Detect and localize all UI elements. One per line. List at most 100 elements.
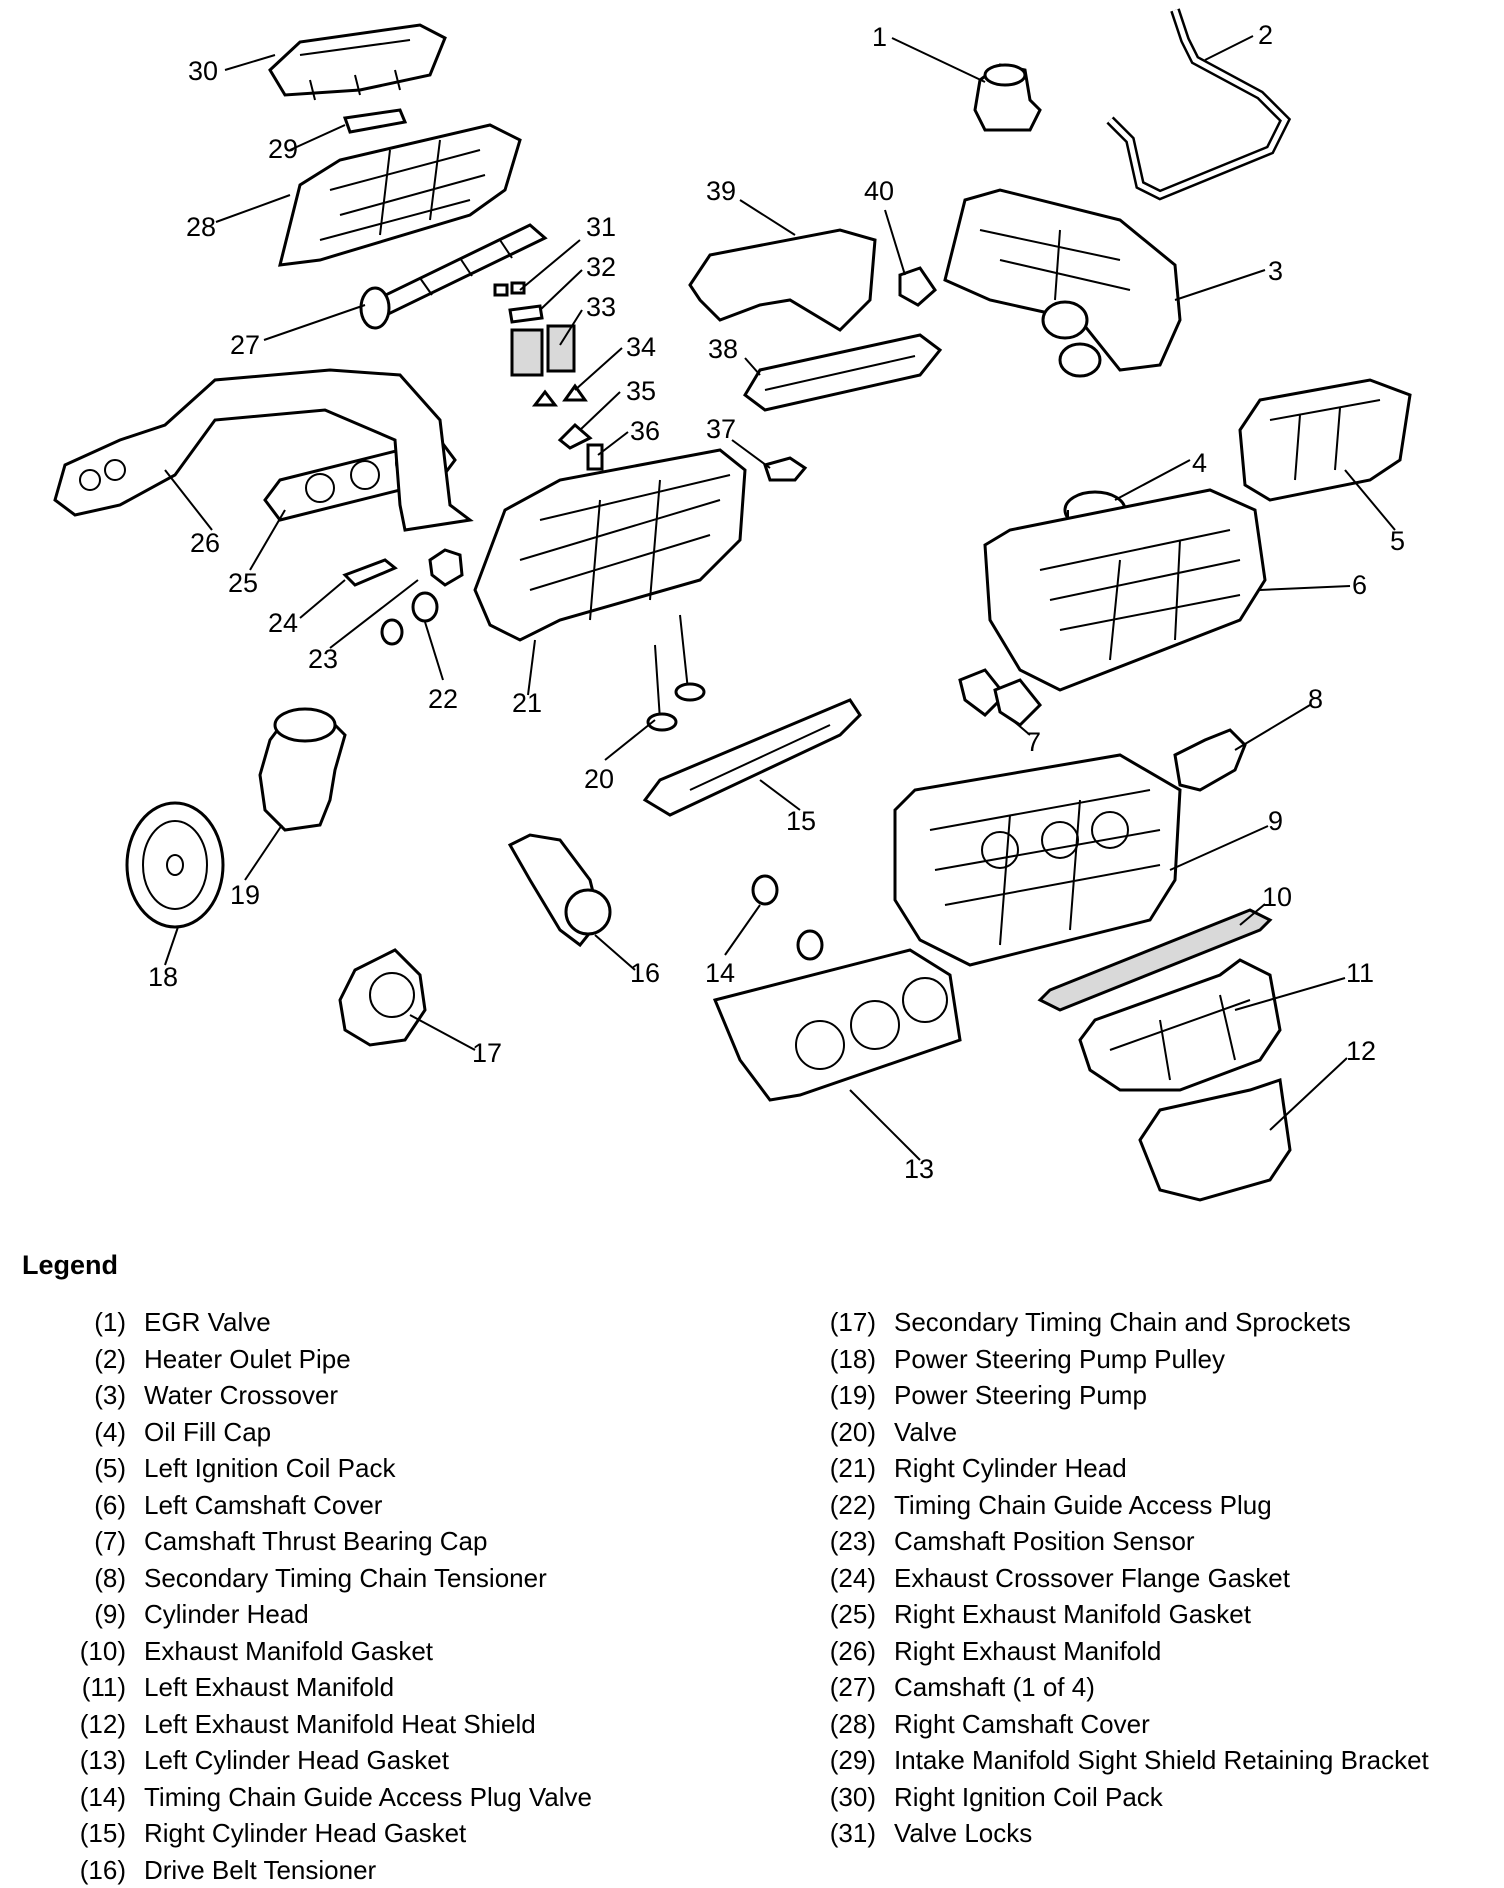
legend-item: (28) Right Camshaft Cover [820, 1706, 1480, 1743]
part-heat-shield [1140, 1080, 1290, 1200]
legend-item: (15)Right Cylinder Head Gasket [70, 1815, 770, 1852]
legend-description: Secondary Timing Chain Tensioner [144, 1560, 547, 1597]
legend-description: Right Exhaust Manifold [894, 1633, 1161, 1670]
legend-item: (21) Right Cylinder Head [820, 1450, 1480, 1487]
callout-39: 39 [706, 176, 736, 206]
callout-13: 13 [904, 1154, 934, 1184]
legend-number: (12) [70, 1706, 126, 1743]
legend-description: Drive Belt Tensioner [144, 1852, 376, 1888]
legend-item: (2)Heater Oulet Pipe [70, 1341, 770, 1378]
callout-36: 36 [630, 416, 660, 446]
legend-item: (12)Left Exhaust Manifold Heat Shield [70, 1706, 770, 1743]
part-sight-shield-bracket [345, 110, 405, 132]
part-secondary-timing-chain [340, 950, 425, 1045]
callout-32: 32 [586, 252, 616, 282]
legend-number: (13) [70, 1742, 126, 1779]
legend-description: Valve Locks [894, 1815, 1032, 1852]
legend-number: (18) [820, 1341, 876, 1378]
legend-item: (6)Left Camshaft Cover [70, 1487, 770, 1524]
legend-item: (17) Secondary Timing Chain and Sprockets [820, 1304, 1480, 1341]
part-left-head-gasket [715, 950, 960, 1100]
legend-description: Camshaft Position Sensor [894, 1523, 1195, 1560]
legend-description: Right Exhaust Manifold Gasket [894, 1596, 1251, 1633]
legend-item: (8)Secondary Timing Chain Tensioner [70, 1560, 770, 1597]
legend-description: Cylinder Head [144, 1596, 309, 1633]
callout-30: 30 [188, 56, 218, 86]
legend-description: Right Camshaft Cover [894, 1706, 1150, 1743]
legend-number: (25) [820, 1596, 876, 1633]
legend-description: Exhaust Manifold Gasket [144, 1633, 433, 1670]
legend-description: Intake Manifold Sight Shield Retaining B… [894, 1742, 1429, 1779]
legend-description: Valve [894, 1414, 957, 1451]
legend-item: (19)Power Steering Pump [820, 1377, 1480, 1414]
legend-description: Timing Chain Guide Access Plug [894, 1487, 1272, 1524]
legend-description: EGR Valve [144, 1304, 271, 1341]
legend-number: (6) [70, 1487, 126, 1524]
callout-2: 2 [1258, 20, 1273, 50]
legend-item: (24)Exhaust Crossover Flange Gasket [820, 1560, 1480, 1597]
exploded-engine-diagram: 1 2 3 4 5 6 7 8 9 10 11 12 13 14 15 16 1… [0, 0, 1504, 1230]
callout-22: 22 [428, 684, 458, 714]
legend-description: Exhaust Crossover Flange Gasket [894, 1560, 1290, 1597]
part-timing-chain-tensioner [1175, 730, 1245, 790]
callout-15: 15 [786, 806, 816, 836]
callout-12: 12 [1346, 1036, 1376, 1066]
callout-17: 17 [472, 1038, 502, 1068]
callout-23: 23 [308, 644, 338, 674]
legend-title: Legend [22, 1250, 118, 1281]
callout-34: 34 [626, 332, 656, 362]
callout-21: 21 [512, 688, 542, 718]
callout-20: 20 [584, 764, 614, 794]
legend-description: Power Steering Pump Pulley [894, 1341, 1225, 1378]
legend-description: Right Cylinder Head [894, 1450, 1127, 1487]
legend-number: (30) [820, 1779, 876, 1816]
legend-item: (16) Drive Belt Tensioner [70, 1852, 770, 1888]
legend-number: (28) [820, 1706, 876, 1743]
legend-item: (9)Cylinder Head [70, 1596, 770, 1633]
legend-item: (26) Right Exhaust Manifold [820, 1633, 1480, 1670]
callout-40: 40 [864, 176, 894, 206]
part-right-cylinder-head [475, 450, 745, 640]
callout-8: 8 [1308, 684, 1323, 714]
callout-38: 38 [708, 334, 738, 364]
legend-number: (31) [820, 1815, 876, 1852]
legend-item: (14) Timing Chain Guide Access Plug Valve [70, 1779, 770, 1816]
legend-number: (5) [70, 1450, 126, 1487]
legend-item: (22)Timing Chain Guide Access Plug [820, 1487, 1480, 1524]
legend-number: (27) [820, 1669, 876, 1706]
legend-number: (14) [70, 1779, 126, 1816]
callout-4: 4 [1192, 448, 1207, 478]
legend-number: (17) [820, 1304, 876, 1341]
legend-number: (26) [820, 1633, 876, 1670]
legend-description: Left Cylinder Head Gasket [144, 1742, 449, 1779]
legend-description: Heater Oulet Pipe [144, 1341, 351, 1378]
part-cylinder-head [895, 755, 1180, 965]
legend-number: (15) [70, 1815, 126, 1852]
legend-number: (23) [820, 1523, 876, 1560]
callout-31: 31 [586, 212, 616, 242]
legend-number: (3) [70, 1377, 126, 1414]
legend-item: (30)Right Ignition Coil Pack [820, 1779, 1480, 1816]
legend-number: (29) [820, 1742, 876, 1779]
legend-number: (16) [70, 1852, 126, 1888]
callout-26: 26 [190, 528, 220, 558]
part-right-head-gasket [645, 700, 860, 815]
callout-1: 1 [872, 22, 887, 52]
legend-number: (21) [820, 1450, 876, 1487]
legend-description: Timing Chain Guide Access Plug Valve [144, 1779, 592, 1816]
callout-28: 28 [186, 212, 216, 242]
callout-18: 18 [148, 962, 178, 992]
legend-item: (13) Left Cylinder Head Gasket [70, 1742, 770, 1779]
part-timing-cover [690, 230, 875, 330]
legend-description: Oil Fill Cap [144, 1414, 271, 1451]
legend-description: Left Ignition Coil Pack [144, 1450, 395, 1487]
callout-27: 27 [230, 330, 260, 360]
legend-number: (20) [820, 1414, 876, 1451]
legend-number: (10) [70, 1633, 126, 1670]
part-water-crossover [945, 190, 1180, 370]
legend-description: Secondary Timing Chain and Sprockets [894, 1304, 1351, 1341]
legend-number: (11) [70, 1669, 126, 1706]
legend-number: (1) [70, 1304, 126, 1341]
legend-description: Camshaft Thrust Bearing Cap [144, 1523, 487, 1560]
callout-5: 5 [1390, 526, 1405, 556]
